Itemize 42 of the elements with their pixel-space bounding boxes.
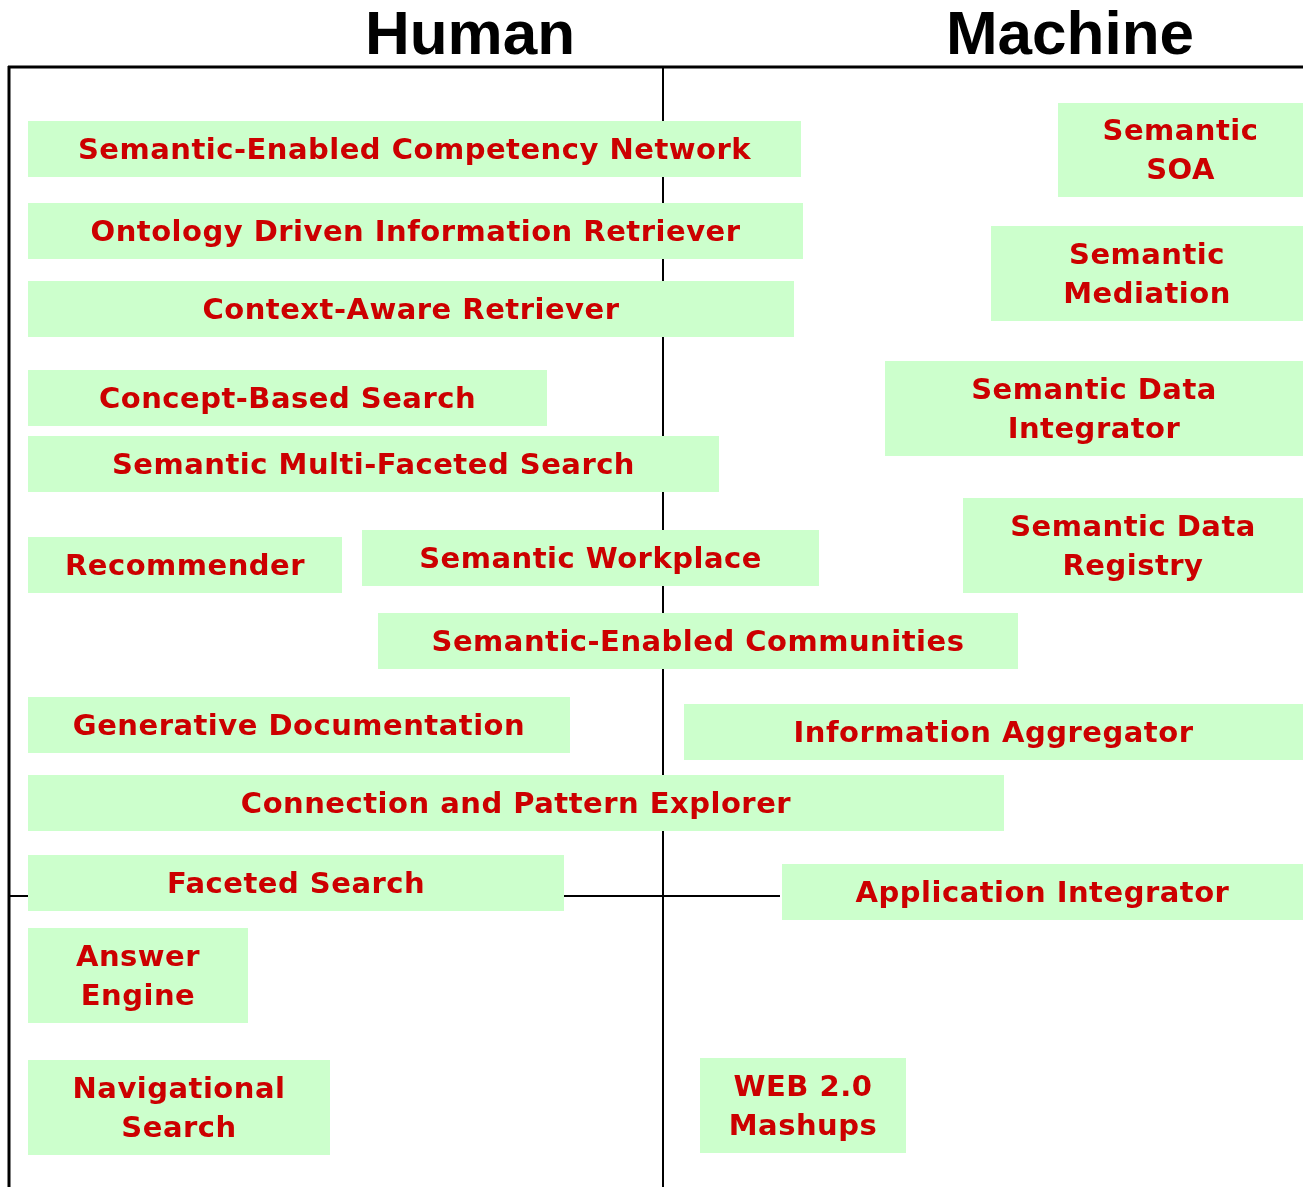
concept-box (885, 361, 1303, 456)
concept-label: Navigational Search (71, 1069, 287, 1146)
axis-heading: Machine (944, 0, 1196, 66)
concept-label: Semantic-Enabled Communities (431, 622, 965, 660)
concept-label: Semantic Data Integrator (970, 370, 1218, 447)
concept-label: Answer Engine (74, 937, 202, 1014)
concept-label: Generative Documentation (72, 706, 526, 744)
concept-box (28, 436, 719, 492)
concept-label: Concept-Based Search (98, 379, 477, 417)
concept-box (28, 281, 794, 337)
concept-label: Recommender (64, 546, 306, 584)
concept-box (362, 530, 819, 586)
concept-label: Semantic Workplace (419, 539, 762, 577)
concept-box (28, 855, 564, 911)
concept-label: Context-Aware Retriever (202, 290, 620, 328)
concept-box (28, 1060, 330, 1155)
concept-box (28, 537, 342, 593)
concept-label: Connection and Pattern Explorer (240, 784, 792, 822)
concept-label: Information Aggregator (793, 713, 1194, 751)
concept-box (782, 864, 1303, 920)
concept-box (28, 370, 547, 426)
concept-box (28, 928, 248, 1023)
concept-box (28, 121, 801, 177)
concept-label: Semantic Data Registry (1009, 507, 1257, 584)
concept-label: Semantic SOA (1101, 112, 1260, 188)
concept-box (28, 775, 1004, 831)
concept-box (378, 613, 1018, 669)
concept-label: Ontology Driven Information Retriever (90, 212, 741, 250)
concept-box (700, 1058, 906, 1153)
concept-box (963, 498, 1303, 593)
concept-label: Semantic-Enabled Competency Network (77, 130, 752, 168)
concept-label: Semantic Mediation (1062, 235, 1232, 312)
concept-label: Semantic Multi-Faceted Search (111, 445, 636, 483)
axis-heading: Human (363, 0, 577, 66)
concept-box (28, 203, 803, 259)
concept-box (991, 226, 1303, 321)
concept-box (684, 704, 1303, 760)
concept-label: WEB 2.0 Mashups (727, 1067, 879, 1144)
concept-box (1058, 103, 1303, 197)
concept-label: Faceted Search (166, 864, 426, 902)
concept-label: Application Integrator (855, 873, 1230, 911)
concept-box (28, 697, 570, 753)
